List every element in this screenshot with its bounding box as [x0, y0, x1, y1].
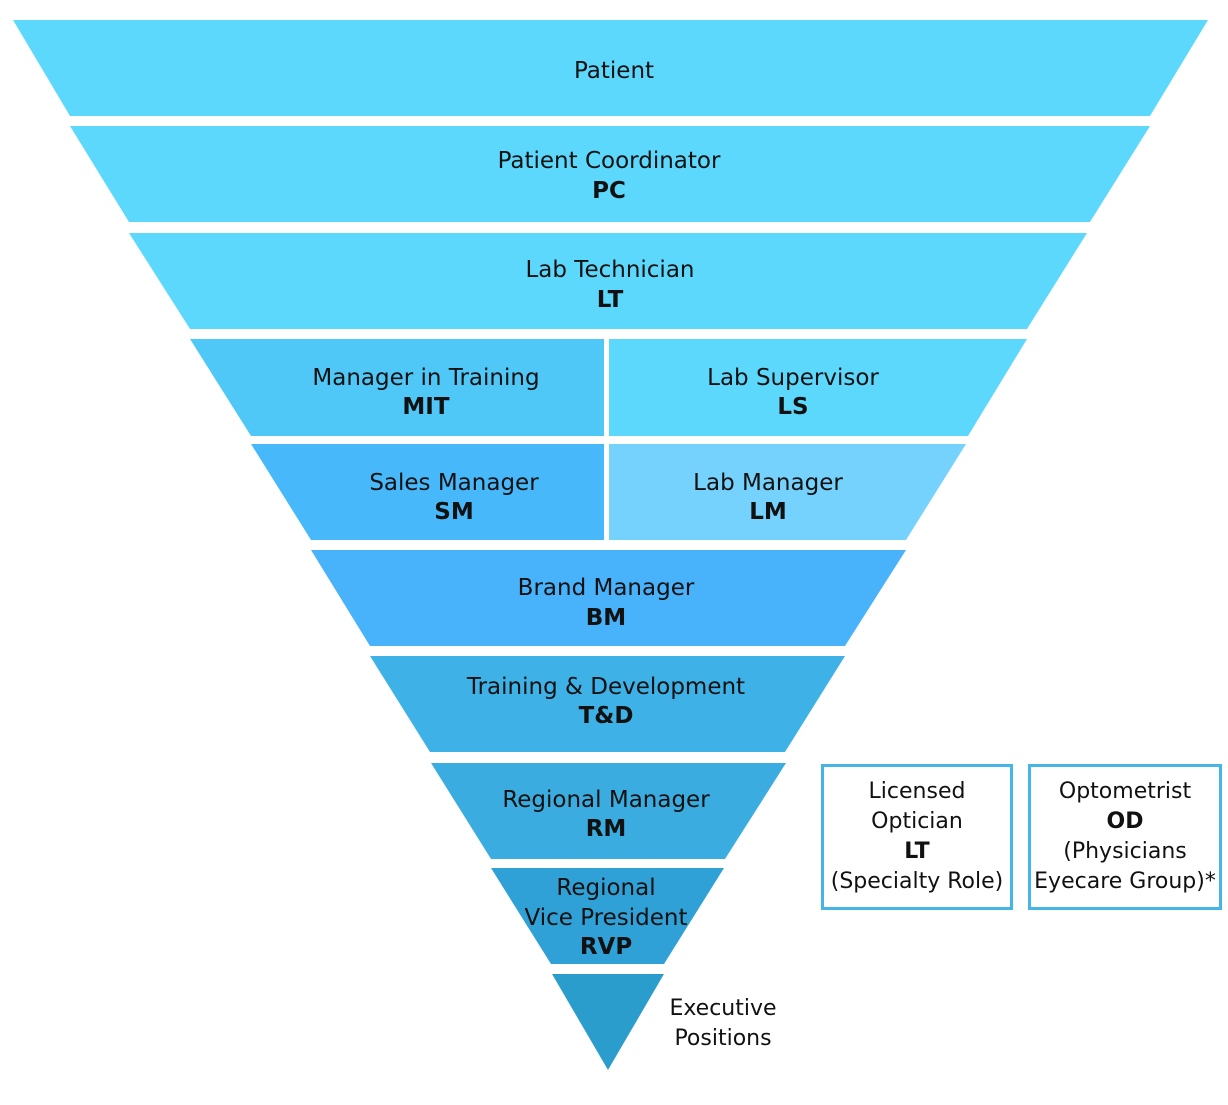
executive-label-line1: Executive: [669, 996, 776, 1021]
tier-rm-label: Regional Manager: [502, 787, 710, 813]
tier-bm-abbr: BM: [586, 605, 626, 631]
tier-rvp-label-line2: Vice President: [524, 905, 687, 931]
tier-mit-shape: [190, 339, 604, 436]
tier-ls-shape: [609, 339, 1027, 436]
tier-bm-label: Brand Manager: [518, 575, 695, 601]
executive-label-line2: Positions: [674, 1026, 771, 1051]
optometrist-line1: Optometrist: [1058, 779, 1192, 804]
tier-rvp-abbr: RVP: [580, 934, 632, 960]
tier-lm-label: Lab Manager: [693, 470, 843, 496]
tier-td-label: Training & Development: [466, 674, 745, 700]
tier-rvp-shape: [491, 868, 724, 964]
tier-sm-label: Sales Manager: [369, 470, 539, 496]
tier-sm-abbr: SM: [434, 499, 473, 525]
tier-td-shape: [370, 656, 845, 752]
tier-pc-abbr: PC: [592, 178, 626, 204]
optometrist-note1: (Physicians: [1063, 839, 1187, 864]
tier-rm-shape: [431, 763, 786, 859]
tier-rm-abbr: RM: [586, 816, 627, 842]
optician-abbr: LT: [904, 839, 930, 864]
licensed-optician-box: Licensed Optician LT (Specialty Role): [821, 764, 1013, 910]
tier-rvp-label-line1: Regional: [556, 875, 655, 901]
tier-td-abbr: T&D: [579, 703, 634, 729]
tier-ls-label: Lab Supervisor: [707, 365, 879, 391]
tier-lm-abbr: LM: [749, 499, 787, 525]
optician-note: (Specialty Role): [830, 869, 1004, 894]
tier-exec-shape: [552, 974, 664, 1070]
tier-bm-shape: [311, 550, 906, 646]
optometrist-abbr: OD: [1106, 809, 1144, 834]
tier-lt-shape: [129, 233, 1087, 329]
tier-patient-shape: [13, 20, 1208, 116]
tier-lt-abbr: LT: [597, 287, 624, 313]
optician-line2: Optician: [871, 809, 963, 834]
tier-lt-label: Lab Technician: [525, 257, 694, 283]
tier-patient-label: Patient: [574, 58, 654, 84]
optician-line1: Licensed: [868, 779, 966, 804]
tier-sm-shape: [251, 444, 604, 540]
tier-pc-label: Patient Coordinator: [498, 148, 721, 174]
tier-mit-label: Manager in Training: [312, 365, 539, 391]
optometrist-note2: Eyecare Group)*: [1034, 869, 1216, 894]
tier-pc-shape: [70, 126, 1150, 222]
optometrist-box: Optometrist OD (Physicians Eyecare Group…: [1028, 764, 1222, 910]
tier-mit-abbr: MIT: [402, 394, 449, 420]
tier-ls-abbr: LS: [777, 394, 808, 420]
tier-lm-shape: [609, 444, 966, 540]
